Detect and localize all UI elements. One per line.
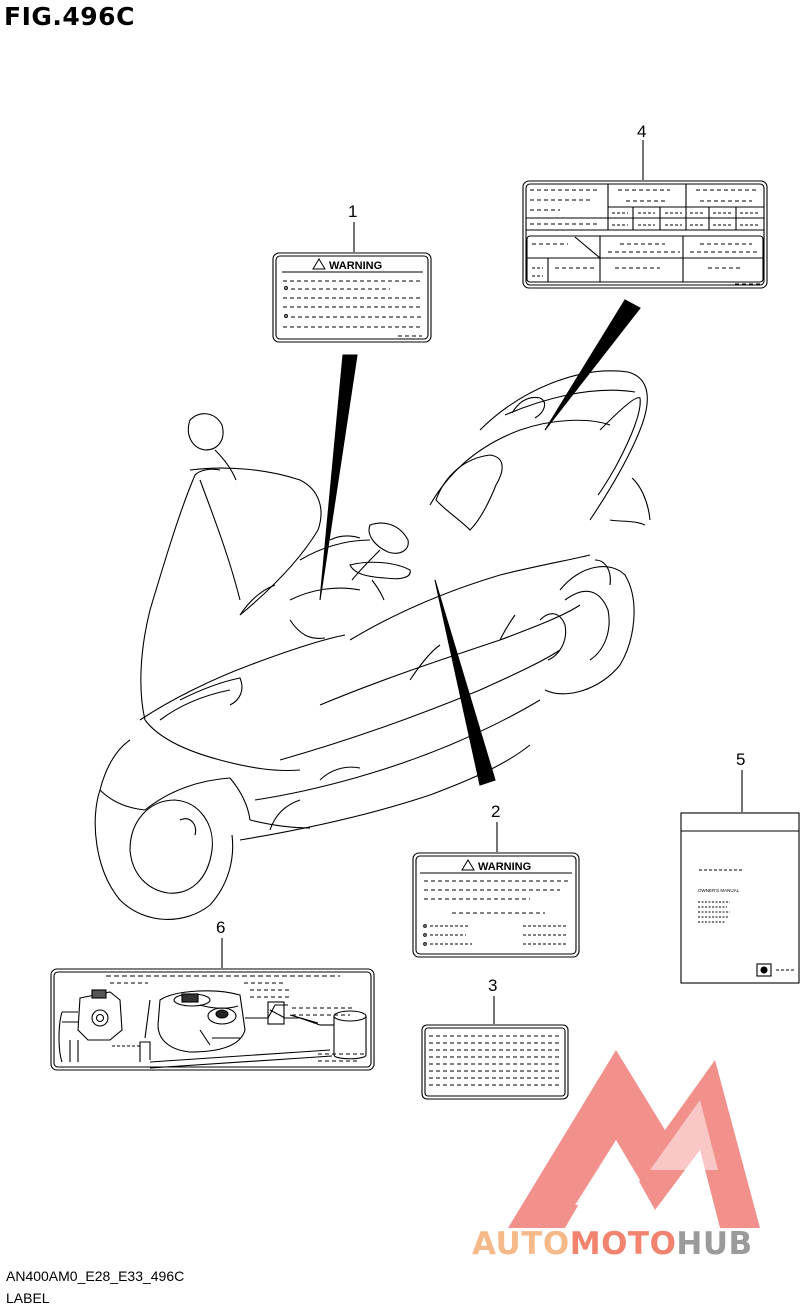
watermark-auto: AUTO xyxy=(472,1226,570,1262)
label-4-info xyxy=(522,180,768,289)
watermark-text: AUTOMOTOHUB xyxy=(472,1226,753,1262)
pointer-label-1 xyxy=(319,354,358,601)
label-2-warning xyxy=(412,852,580,958)
callout-6: 6 xyxy=(216,918,226,937)
label-6-hose-routing xyxy=(50,968,375,1071)
pointer-label-2 xyxy=(434,579,496,786)
callout-4: 4 xyxy=(637,122,647,141)
watermark-hub: HUB xyxy=(676,1226,753,1262)
callout-3: 3 xyxy=(488,976,498,995)
callout-1: 1 xyxy=(348,202,358,221)
label-1-warning xyxy=(272,252,432,343)
scooter-illustration xyxy=(94,370,651,920)
label-1-warning-text: WARNING xyxy=(329,260,382,272)
manual-title-text: OWNER'S MANUAL xyxy=(698,888,740,893)
pointer-label-4 xyxy=(544,299,641,431)
figure-code: AN400AM0_E28_E33_496C xyxy=(6,1268,185,1284)
triangle-m-logo-icon xyxy=(508,1050,760,1228)
figure-title: FIG.496C xyxy=(4,2,135,31)
label-2-warning-text: WARNING xyxy=(478,861,531,873)
callout-5: 5 xyxy=(736,750,746,769)
label-3-notice xyxy=(421,1024,569,1100)
watermark-moto: MOTO xyxy=(569,1226,677,1262)
figure-caption: LABEL xyxy=(6,1290,50,1306)
callout-2: 2 xyxy=(491,802,501,821)
owners-manual-booklet xyxy=(680,812,800,984)
